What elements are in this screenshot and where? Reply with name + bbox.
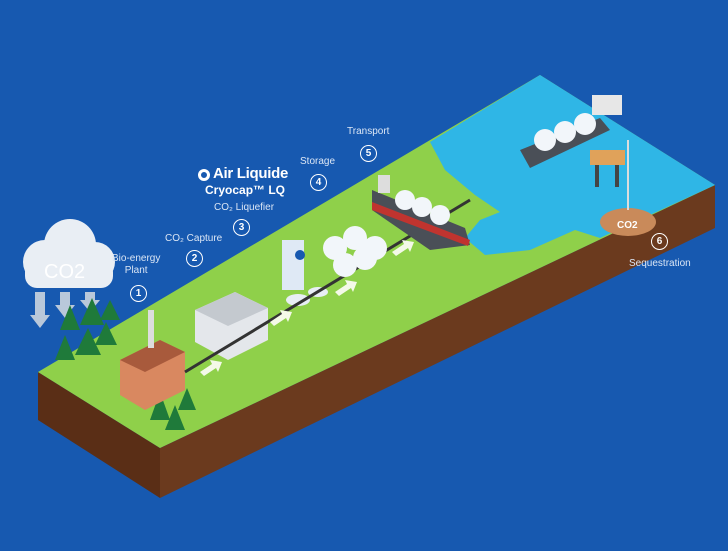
reservoir-co2-text: CO2 [617, 220, 638, 231]
flow-arrows [200, 240, 414, 376]
co2-cloud [23, 219, 115, 328]
step-6-label: Sequestration [629, 258, 691, 269]
transport-ship [372, 175, 470, 250]
co2-reservoir [600, 208, 656, 236]
step-5-badge: 5 [360, 145, 377, 162]
step-1-label-line2: Plant [124, 265, 148, 276]
step-2-label: CO₂ Capture [165, 233, 223, 244]
soil-left-face [38, 372, 160, 498]
soil-front-face [160, 185, 715, 498]
step-1-badge: 1 [130, 285, 147, 302]
co2-capture-unit [195, 292, 268, 360]
bio-energy-plant [120, 310, 185, 410]
step-6-badge: 6 [651, 233, 668, 250]
step-3-badge: 3 [233, 219, 250, 236]
step-4-badge: 4 [310, 174, 327, 191]
step-3-label: CO₂ Liquefier [214, 202, 275, 213]
cloud-co2-text: CO2 [44, 261, 85, 283]
tanker-ship [520, 113, 610, 168]
step-5-label: Transport [347, 126, 390, 137]
water-area [430, 75, 715, 255]
forest [55, 298, 196, 430]
air-liquide-logo-icon [198, 169, 210, 181]
step-1-label-line1: Bio-energy [112, 253, 161, 264]
storage-tanks [323, 226, 387, 277]
brand-name: Air Liquide [213, 165, 289, 182]
offshore-platform [590, 95, 625, 187]
step-2-badge: 2 [186, 250, 203, 267]
air-liquide-logo: Air Liquide [198, 165, 288, 182]
step-4-label: Storage [300, 156, 336, 167]
product-name: Cryocap™ LQ [205, 183, 286, 197]
